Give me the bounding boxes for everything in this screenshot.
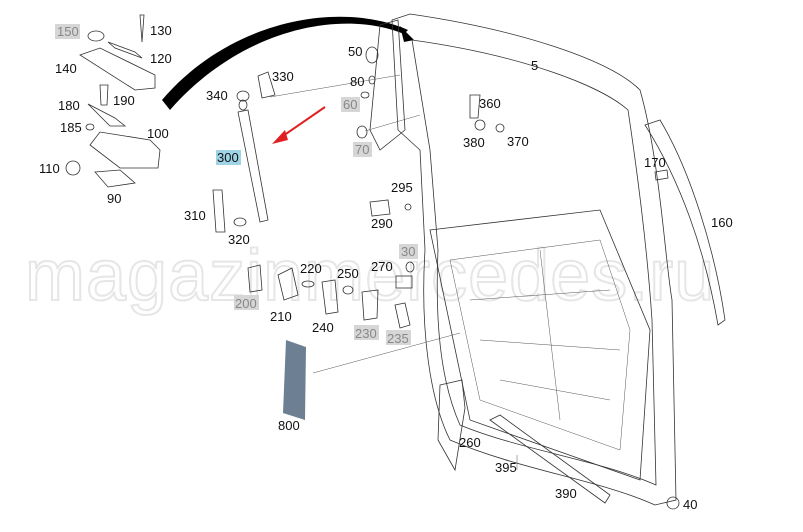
label-180[interactable]: 180 bbox=[58, 98, 80, 113]
label-120[interactable]: 120 bbox=[150, 51, 172, 66]
label-40[interactable]: 40 bbox=[683, 497, 697, 512]
label-80[interactable]: 80 bbox=[350, 74, 364, 89]
label-300[interactable]: 300 bbox=[217, 150, 239, 165]
small-parts bbox=[247, 46, 680, 510]
label-800[interactable]: 800 bbox=[278, 418, 300, 433]
curved-arrow-head bbox=[400, 26, 414, 42]
label-90[interactable]: 90 bbox=[107, 191, 121, 206]
seal-strip bbox=[283, 340, 306, 420]
label-340[interactable]: 340 bbox=[206, 88, 228, 103]
label-220[interactable]: 220 bbox=[300, 261, 322, 276]
hinge-assembly bbox=[65, 14, 161, 188]
label-150[interactable]: 150 bbox=[57, 24, 79, 39]
label-60[interactable]: 60 bbox=[343, 97, 357, 112]
label-100[interactable]: 100 bbox=[147, 126, 169, 141]
label-250[interactable]: 250 bbox=[337, 266, 359, 281]
label-310[interactable]: 310 bbox=[184, 208, 206, 223]
label-330[interactable]: 330 bbox=[272, 69, 294, 84]
label-140[interactable]: 140 bbox=[55, 61, 77, 76]
label-160[interactable]: 160 bbox=[711, 215, 733, 230]
label-50[interactable]: 50 bbox=[348, 44, 362, 59]
label-130[interactable]: 130 bbox=[150, 23, 172, 38]
watermark: magazinmercedes.ru bbox=[25, 236, 715, 316]
side-trim bbox=[644, 119, 726, 326]
label-70[interactable]: 70 bbox=[355, 142, 369, 157]
label-190[interactable]: 190 bbox=[113, 93, 135, 108]
label-200[interactable]: 200 bbox=[235, 296, 257, 311]
label-185[interactable]: 185 bbox=[60, 120, 82, 135]
label-110[interactable]: 110 bbox=[39, 161, 60, 176]
label-290[interactable]: 290 bbox=[371, 216, 393, 231]
label-395[interactable]: 395 bbox=[495, 460, 517, 475]
curved-arrow bbox=[162, 16, 408, 110]
label-230[interactable]: 230 bbox=[355, 326, 377, 341]
label-390[interactable]: 390 bbox=[555, 486, 577, 501]
label-170[interactable]: 170 bbox=[644, 155, 666, 170]
label-5[interactable]: 5 bbox=[531, 58, 538, 73]
gas-strut bbox=[212, 71, 276, 233]
label-360[interactable]: 360 bbox=[479, 96, 501, 111]
tailgate-door bbox=[369, 13, 677, 506]
label-380[interactable]: 380 bbox=[463, 135, 485, 150]
label-370[interactable]: 370 bbox=[507, 134, 529, 149]
red-pointer-arrow bbox=[272, 106, 326, 144]
label-270[interactable]: 270 bbox=[371, 259, 393, 274]
label-210[interactable]: 210 bbox=[270, 309, 292, 324]
label-235[interactable]: 235 bbox=[387, 331, 409, 346]
label-295[interactable]: 295 bbox=[391, 180, 413, 195]
label-320[interactable]: 320 bbox=[228, 232, 250, 247]
label-260[interactable]: 260 bbox=[459, 435, 481, 450]
label-30[interactable]: 30 bbox=[401, 244, 415, 259]
label-240[interactable]: 240 bbox=[312, 320, 334, 335]
